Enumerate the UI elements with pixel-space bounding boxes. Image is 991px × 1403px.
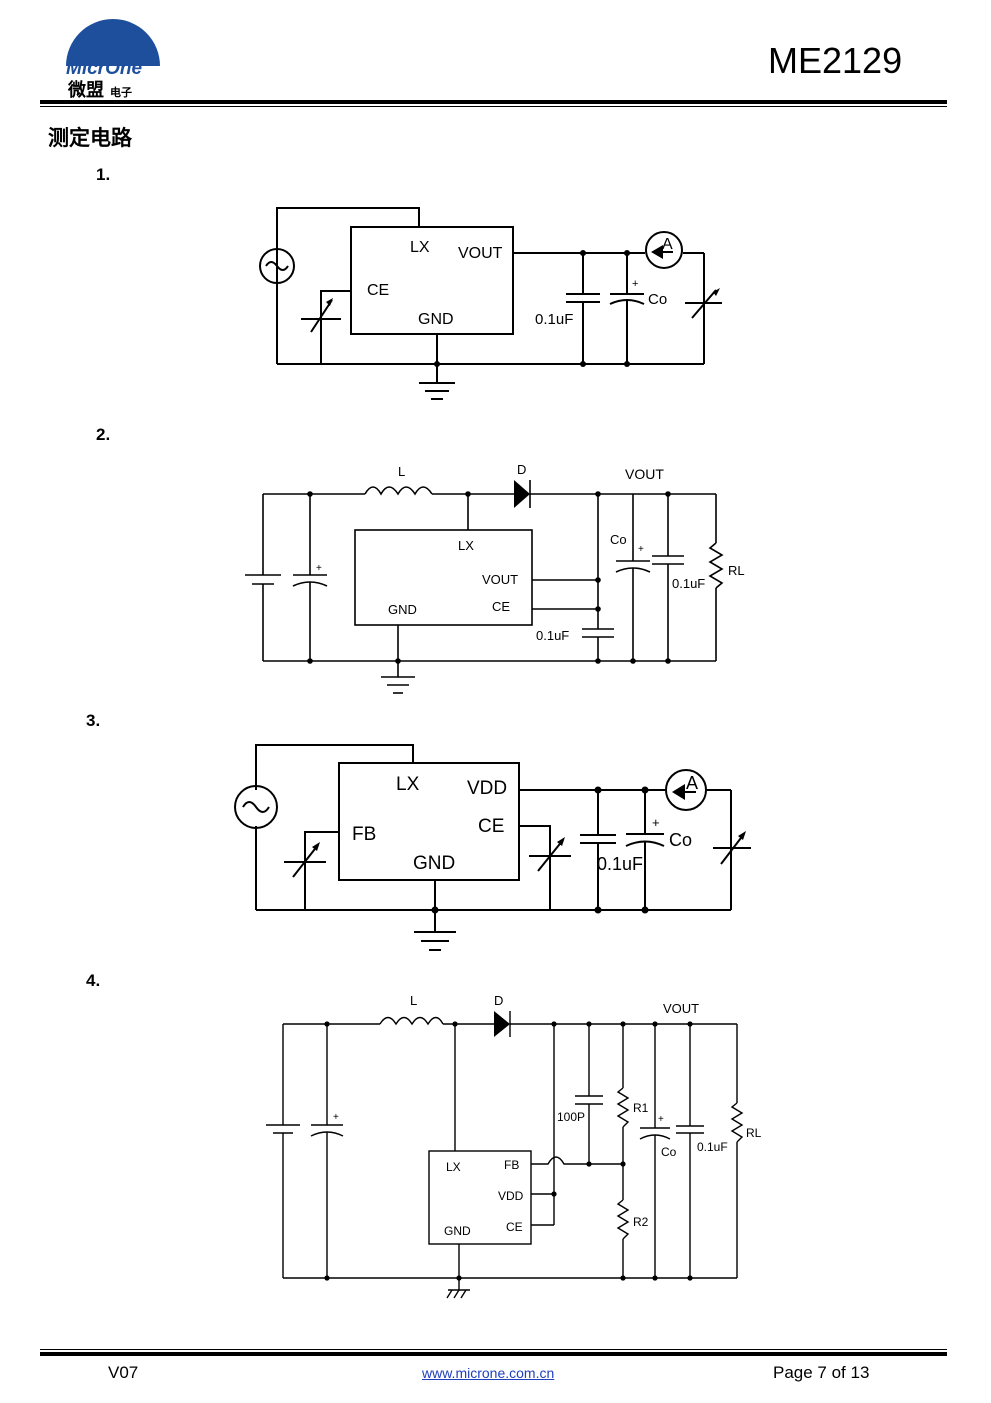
c3-ce-label: CE [478,816,504,837]
c4-plus-left-label: + [333,1112,339,1123]
c1-vout-label: VOUT [458,245,503,262]
c2-rl-label: RL [728,563,745,578]
logo-brand-text: MicrOne [66,58,142,79]
c3-gnd-label: GND [413,853,455,874]
c2-gnd-label: GND [388,602,417,617]
circuit-2-number: 2. [96,425,111,444]
c4-l-label: L [410,993,417,1008]
c1-gnd-label: GND [418,311,454,328]
c3-cap-label: 0.1uF [597,854,643,874]
c3-plus-label: + [652,815,660,830]
c4-fb-label: FB [504,1158,519,1172]
c4-vdd-label: VDD [498,1189,524,1203]
c4-lx-label: LX [446,1160,461,1174]
section-title: 测定电路 [48,126,132,150]
c2-d-label: D [517,462,526,477]
company-logo: MicrOne 微盟 电子 [66,19,160,101]
c2-plus-left-label: + [316,563,322,574]
c3-co-label: Co [669,830,692,850]
c4-co-label: Co [661,1145,677,1159]
c4-rl-label: RL [746,1126,762,1140]
c2-l-label: L [398,464,405,479]
header-rule-thin [40,106,947,107]
c4-d-label: D [494,993,503,1008]
c4-cap-label: 0.1uF [697,1140,728,1154]
c4-gnd-label: GND [444,1224,471,1238]
circuit-1-schematic: LX VOUT CE GND 0.1uF Co + A [259,207,722,400]
circuit-4-schematic: L D VOUT 100P R1 R2 Co + 0.1uF RL LX FB … [266,993,762,1299]
c1-ammeter-label: A [662,236,673,253]
c2-plus-label: + [638,544,644,555]
circuit-2-schematic: L D VOUT LX VOUT GND CE 0.1uF Co + 0.1uF… [245,462,745,694]
c2-co-label: Co [610,532,627,547]
circuit-3-number: 3. [86,711,101,730]
c1-cap-label: 0.1uF [535,311,573,328]
c1-plus-label: + [632,278,638,290]
c4-ce-label: CE [506,1220,523,1234]
c2-vout-top-label: VOUT [625,466,664,482]
c4-plus-label: + [658,1114,664,1125]
c2-cap-right-label: 0.1uF [672,576,705,591]
c2-vout-label: VOUT [482,572,518,587]
c2-cap-bottom-label: 0.1uF [536,628,569,643]
c4-100p-label: 100P [557,1110,585,1124]
part-number: ME2129 [768,40,903,81]
header-rule [40,100,947,104]
footer-website-link[interactable]: www.microne.com.cn [422,1365,555,1381]
c4-r1-label: R1 [633,1101,649,1115]
c2-lx-label: LX [458,538,474,553]
footer-page-number: Page 7 of 13 [773,1363,870,1382]
footer-version: V07 [108,1363,139,1382]
c1-ce-label: CE [367,282,389,299]
logo-cn-text: 微盟 [67,79,104,101]
c3-ammeter-label: A [686,773,698,793]
logo-cn-small-text: 电子 [110,85,132,99]
c1-lx-label: LX [410,239,430,256]
circuit-3-schematic: LX VDD FB CE GND 0.1uF Co + A [234,744,751,951]
c4-r2-label: R2 [633,1215,649,1229]
c3-fb-label: FB [352,824,376,845]
c3-vdd-label: VDD [467,778,507,799]
c4-vout-top-label: VOUT [663,1001,699,1016]
c1-co-label: Co [648,291,667,308]
c3-lx-label: LX [396,774,420,795]
footer-rule-thick [40,1352,947,1356]
circuit-4-number: 4. [86,971,101,990]
footer-rule [40,1349,947,1350]
c2-ce-label: CE [492,599,510,614]
circuit-1-number: 1. [96,165,111,184]
